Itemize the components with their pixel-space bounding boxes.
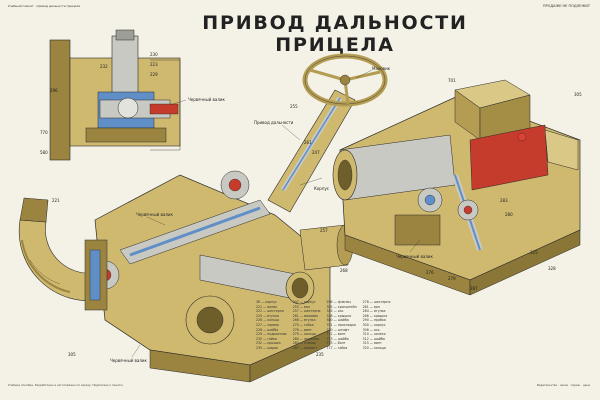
legend-item: 284 — втулка xyxy=(362,309,386,314)
legend-item: 278 — шестерня xyxy=(362,300,391,304)
legend-item: 320 — кольцо xyxy=(362,345,386,350)
callout-worm-shaft-bottom: Червячный валик xyxy=(110,358,147,363)
callout-number: 229 xyxy=(150,72,158,77)
legend-item: 701 — прокладка xyxy=(326,322,356,327)
callout-number: 280 xyxy=(505,212,513,217)
legend-item: 279 — кольцо xyxy=(292,332,316,337)
legend-item: 283 — стопор xyxy=(292,341,316,346)
callout-number: 255 xyxy=(290,104,298,109)
callout-housing: Корпус xyxy=(314,186,330,191)
legend-item: 305 — кронштейн xyxy=(326,304,357,309)
callout-number: 247 xyxy=(312,150,320,155)
callout-worm-shaft-inset: Червячный валик xyxy=(188,97,225,102)
legend-item: 777 — гайка xyxy=(326,345,348,350)
footer-left-text: Учебное пособие. Разработано и изготовле… xyxy=(8,383,124,387)
header-right-text: ПРОДАЖЕ НЕ ПОДЛЕЖИТ xyxy=(542,4,590,8)
legend-item: 227 — червяк xyxy=(256,322,279,327)
footer-right-text: Издательство · заказ · тираж · цена xyxy=(536,383,590,387)
callout-number: 325 xyxy=(530,250,538,255)
legend-column-4: 278 — шестерня 281 — вал 284 — втулка 28… xyxy=(363,300,391,351)
callout-number: 223 xyxy=(150,62,158,67)
parts-legend: 36 — корпус 221 — валик 222 — шестерня 2… xyxy=(256,300,552,351)
legend-item: 287 — шплинт xyxy=(292,345,318,350)
right-assembly xyxy=(332,79,581,296)
legend-item: 235 — шарик xyxy=(256,345,279,350)
callout-number: 296 xyxy=(50,88,58,93)
legend-item: 770 — штифт xyxy=(326,327,350,332)
legend-item: 312 — шайба xyxy=(362,336,385,341)
callout-range-drive: Привод дальности xyxy=(254,120,294,125)
legend-item: 255 — вал xyxy=(292,304,310,309)
legend-item: 268 — втулка xyxy=(292,318,316,323)
callout-number: 770 xyxy=(40,130,48,135)
legend-item: 315 — винт xyxy=(362,341,382,346)
legend-item: 229 — подшипник xyxy=(256,332,287,337)
callout-number: 305 xyxy=(68,352,76,357)
callout-number: 235 xyxy=(316,352,324,357)
legend-item: 306 — ось xyxy=(362,327,380,332)
legend-item: 257 — шестерня xyxy=(292,309,321,314)
legend-item: 261 — маховик xyxy=(292,313,319,318)
legend-item: 775 — болт xyxy=(326,341,346,346)
callout-worm-shaft-right: Червячный валик xyxy=(396,254,433,259)
legend-item: 225 — втулка xyxy=(256,313,279,318)
legend-item: 771 — винт xyxy=(326,332,346,337)
header-left-text: Учебный плакат · привод дальности прицел… xyxy=(8,4,81,8)
legend-item: 328 — крышка xyxy=(326,313,352,318)
callout-number: 701 xyxy=(448,78,456,83)
callout-number: 305 xyxy=(574,92,582,97)
callout-number: 287 xyxy=(470,286,478,291)
handwheel-column xyxy=(267,53,388,213)
legend-item: 222 — шестерня xyxy=(256,309,284,314)
callout-number: 328 xyxy=(548,266,556,271)
legend-item: 310 — колесо xyxy=(362,332,386,337)
legend-column-3: 296 — фланец 305 — кронштейн 325 — ось 3… xyxy=(326,300,356,351)
callout-number: 276 xyxy=(426,270,434,275)
legend-item: 773 — шайба xyxy=(326,336,349,341)
callout-number: 283 xyxy=(500,198,508,203)
callout-number: 221 xyxy=(52,198,60,203)
inset-worm-shaft xyxy=(49,29,181,161)
legend-item: 221 — валик xyxy=(256,304,278,309)
callout-worm-shaft-left: Червячный валик xyxy=(136,212,173,217)
legend-item: 230 — гайка xyxy=(256,336,277,341)
callout-number: 257 xyxy=(320,228,328,233)
callout-number: 279 xyxy=(448,276,456,281)
legend-column-1: 36 — корпус 221 — валик 222 — шестерня 2… xyxy=(256,300,287,351)
legend-item: 228 — шайба xyxy=(256,327,279,332)
callout-handwheel: Маховик xyxy=(372,66,391,71)
callout-number: 268 xyxy=(340,268,348,273)
legend-item: 286 — крышка xyxy=(362,313,388,318)
legend-item: 281 — вал xyxy=(362,304,380,309)
legend-item: 36 — корпус xyxy=(256,300,277,304)
legend-item: 325 — ось xyxy=(326,309,344,314)
callout-number: 261 xyxy=(304,140,312,145)
gear-sector-housing xyxy=(18,197,101,302)
leader-lines xyxy=(131,69,421,358)
legend-item: 276 — винт xyxy=(292,327,312,332)
callout-number: 230 xyxy=(150,52,158,57)
legend-item: 270 — гайка xyxy=(292,322,314,327)
callout-number: 580 xyxy=(40,150,48,155)
legend-item: 290 — пробка xyxy=(362,318,386,323)
legend-item: 232 — крышка xyxy=(256,341,281,346)
legend-item: 296 — фланец xyxy=(326,300,351,304)
legend-item: 247 — корпус xyxy=(292,300,316,304)
legend-item: 300 — корпус xyxy=(362,322,386,327)
legend-column-2: 247 — корпус 255 — вал 257 — шестерня 26… xyxy=(293,300,321,351)
legend-item: 226 — кольцо xyxy=(256,318,280,323)
page-title: ПРИВОД ДАЛЬНОСТИ ПРИЦЕЛА xyxy=(202,12,468,56)
legend-item: 580 — шайба xyxy=(326,318,349,323)
callout-number: 232 xyxy=(100,64,108,69)
legend-item: 280 — пружина xyxy=(292,336,319,341)
